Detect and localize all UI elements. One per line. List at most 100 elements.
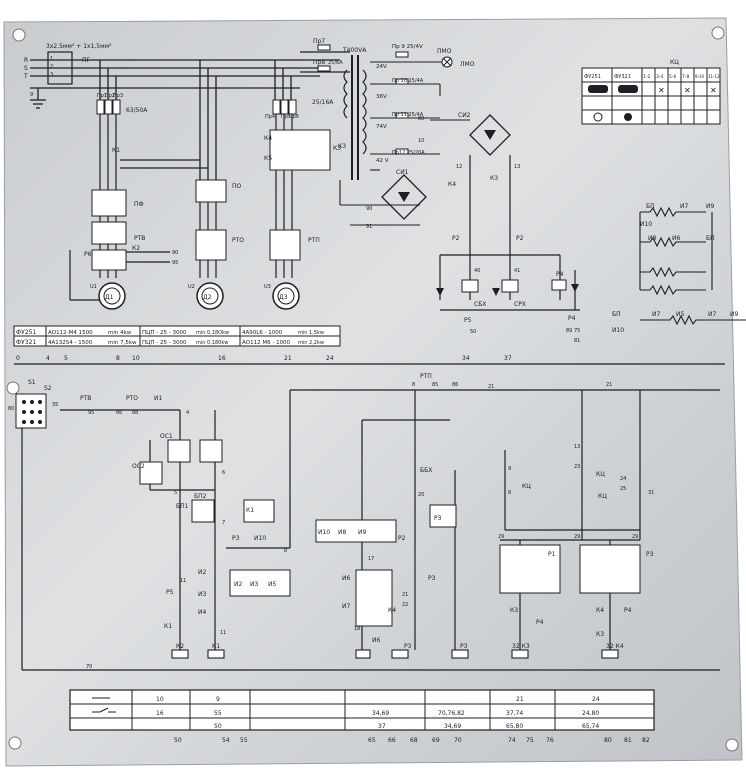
fuse-pr3-label: Пр3: [113, 93, 123, 99]
ctrl-i3b: И3: [198, 591, 206, 598]
ref-c6-r2: 24,80: [582, 710, 599, 717]
motor-row2-c6: min 2,2kw: [298, 340, 324, 346]
res-i7: И7: [680, 203, 688, 210]
ctrl-n8b: 8: [284, 548, 287, 554]
node-80-top: 80: [418, 116, 424, 122]
ctrl-n86: 86: [116, 410, 122, 416]
fuse-pr12: [395, 148, 409, 155]
power-p6-label: Р6: [84, 251, 92, 258]
phase-r: R: [24, 57, 28, 64]
zone-top-2: 5: [64, 355, 68, 362]
ref-c5-r2: 37,74: [506, 710, 523, 717]
ctrl-n24: 24: [620, 476, 626, 482]
ctrl-k4: К4: [388, 607, 396, 614]
ctrl-p1: Р1: [548, 551, 556, 558]
zone-bot-7: 70: [454, 737, 462, 744]
power-k4-label: К4: [264, 135, 272, 142]
res-i10: И10: [640, 221, 652, 228]
motor-row1-c0: ФУ251: [16, 329, 36, 336]
ctrl-os2: ОС2: [132, 463, 145, 470]
sol-n89-75: 89 75: [566, 328, 580, 334]
sol-srh-label: СРХ: [514, 301, 526, 308]
ctrl-bp2: БП2: [194, 493, 207, 500]
transformer-k3: К3: [338, 143, 346, 150]
zone-bot-4: 66: [388, 737, 396, 744]
control-relay-boxes: [139, 439, 641, 627]
ctrl-kc: КЦ: [522, 483, 531, 490]
ctrl-p3c: Р3: [404, 643, 412, 650]
fuse-pr5-label: Пр5: [281, 114, 291, 120]
ctrl-n21c: 21: [402, 592, 408, 598]
zone-bot-11: 80: [604, 737, 612, 744]
fuse-pr123-rating: 63/50А: [126, 107, 148, 114]
motor-row2-c4: min 0,180kw: [196, 340, 228, 346]
motor-row1-c4: min 0,18Okw: [196, 330, 229, 336]
ref-c2-r1: 9: [216, 696, 220, 703]
res-i9b: И9: [730, 311, 738, 318]
ref-c4-r2: 34,69: [444, 723, 461, 730]
ind-hdr-4: 5-6: [669, 74, 676, 80]
switch-pg-label: ПГ: [82, 57, 91, 64]
ctrl-ptp: РТП: [420, 373, 432, 380]
sol-sbh-label: СБХ: [474, 301, 486, 308]
fuse-pr8-label: Пр8: [313, 59, 325, 66]
connector-block: [15, 393, 47, 429]
ctrl-n95: 95: [88, 410, 94, 416]
fuse-pr7: [317, 44, 331, 51]
phase-t: T: [23, 73, 28, 80]
ctrl-n88: 88: [132, 410, 138, 416]
ref-c5-r1: 21: [516, 696, 524, 703]
zone-top-7: 24: [326, 355, 334, 362]
ctrl-i2b: И2: [198, 569, 206, 576]
ctrl-n19: 18: [354, 626, 360, 632]
mount-hole-bottom-left: [8, 736, 22, 750]
fuse-pr4-pr6: [272, 99, 297, 115]
motor-d3: [272, 282, 300, 310]
ctrl-n32-k4: 32 К4: [606, 643, 624, 650]
res-i6: И6: [672, 235, 680, 242]
tap-42v: 42 V: [376, 158, 389, 164]
ctrl-k3: К3: [510, 607, 518, 614]
ctrl-n80: 80: [8, 406, 14, 412]
sol-n41: 41: [514, 268, 520, 274]
diode-left-icon: [436, 288, 444, 296]
ctrl-i10b: И10: [318, 529, 330, 536]
zone-top-4: 10: [132, 355, 140, 362]
sol-n40: 40: [474, 268, 480, 274]
out-3: 3: [50, 72, 53, 78]
power-supply-lines: [30, 51, 350, 180]
ctrl-os1: ОС1: [160, 433, 173, 440]
ctrl-p2: Р2: [398, 535, 406, 542]
zone-bot-10: 76: [546, 737, 554, 744]
power-n90: 90: [172, 250, 178, 256]
relay-p4-coil: [551, 279, 567, 291]
ind-hdr-6: 9-10: [695, 74, 705, 79]
bridge-si2-label: СИ2: [458, 112, 471, 119]
main-switch-pg: [47, 51, 73, 85]
motor-row2-c5: АО112 М6 - 1000: [242, 340, 291, 346]
bottom-reference-table: [69, 689, 655, 731]
ref-c4-r1: 70,76,82: [438, 710, 465, 717]
ctrl-n31: 31: [648, 490, 654, 496]
ctrl-p3g: Р3: [646, 551, 654, 558]
valve-srh-icon: [501, 279, 519, 293]
out-1: 1: [50, 56, 53, 62]
ctrl-p4b: Р4: [624, 607, 632, 614]
motor-d1: [98, 282, 126, 310]
contactor-blocks: [91, 129, 331, 271]
ref-c5-r3: 65,80: [506, 723, 523, 730]
zone-bot-5: 68: [410, 737, 418, 744]
zone-bot-8: 74: [508, 737, 516, 744]
sol-n12: 12: [456, 164, 462, 170]
zone-bot-9: 75: [526, 737, 534, 744]
fuse-pr12-label: Пр12 25/20А: [392, 150, 425, 156]
ctrl-n86b: 86: [452, 382, 458, 388]
ind-hdr-3: 3-4: [656, 74, 663, 80]
power-k5-label: К5: [264, 155, 272, 162]
ctrl-i6b: И6: [372, 637, 380, 644]
zone-bot-2: 55: [240, 737, 248, 744]
zone-top-8: 34: [462, 355, 470, 362]
ctrl-n11b: 11: [180, 578, 186, 584]
ctrl-s1: S1: [28, 379, 36, 386]
tap-24v: 24V: [376, 64, 387, 70]
